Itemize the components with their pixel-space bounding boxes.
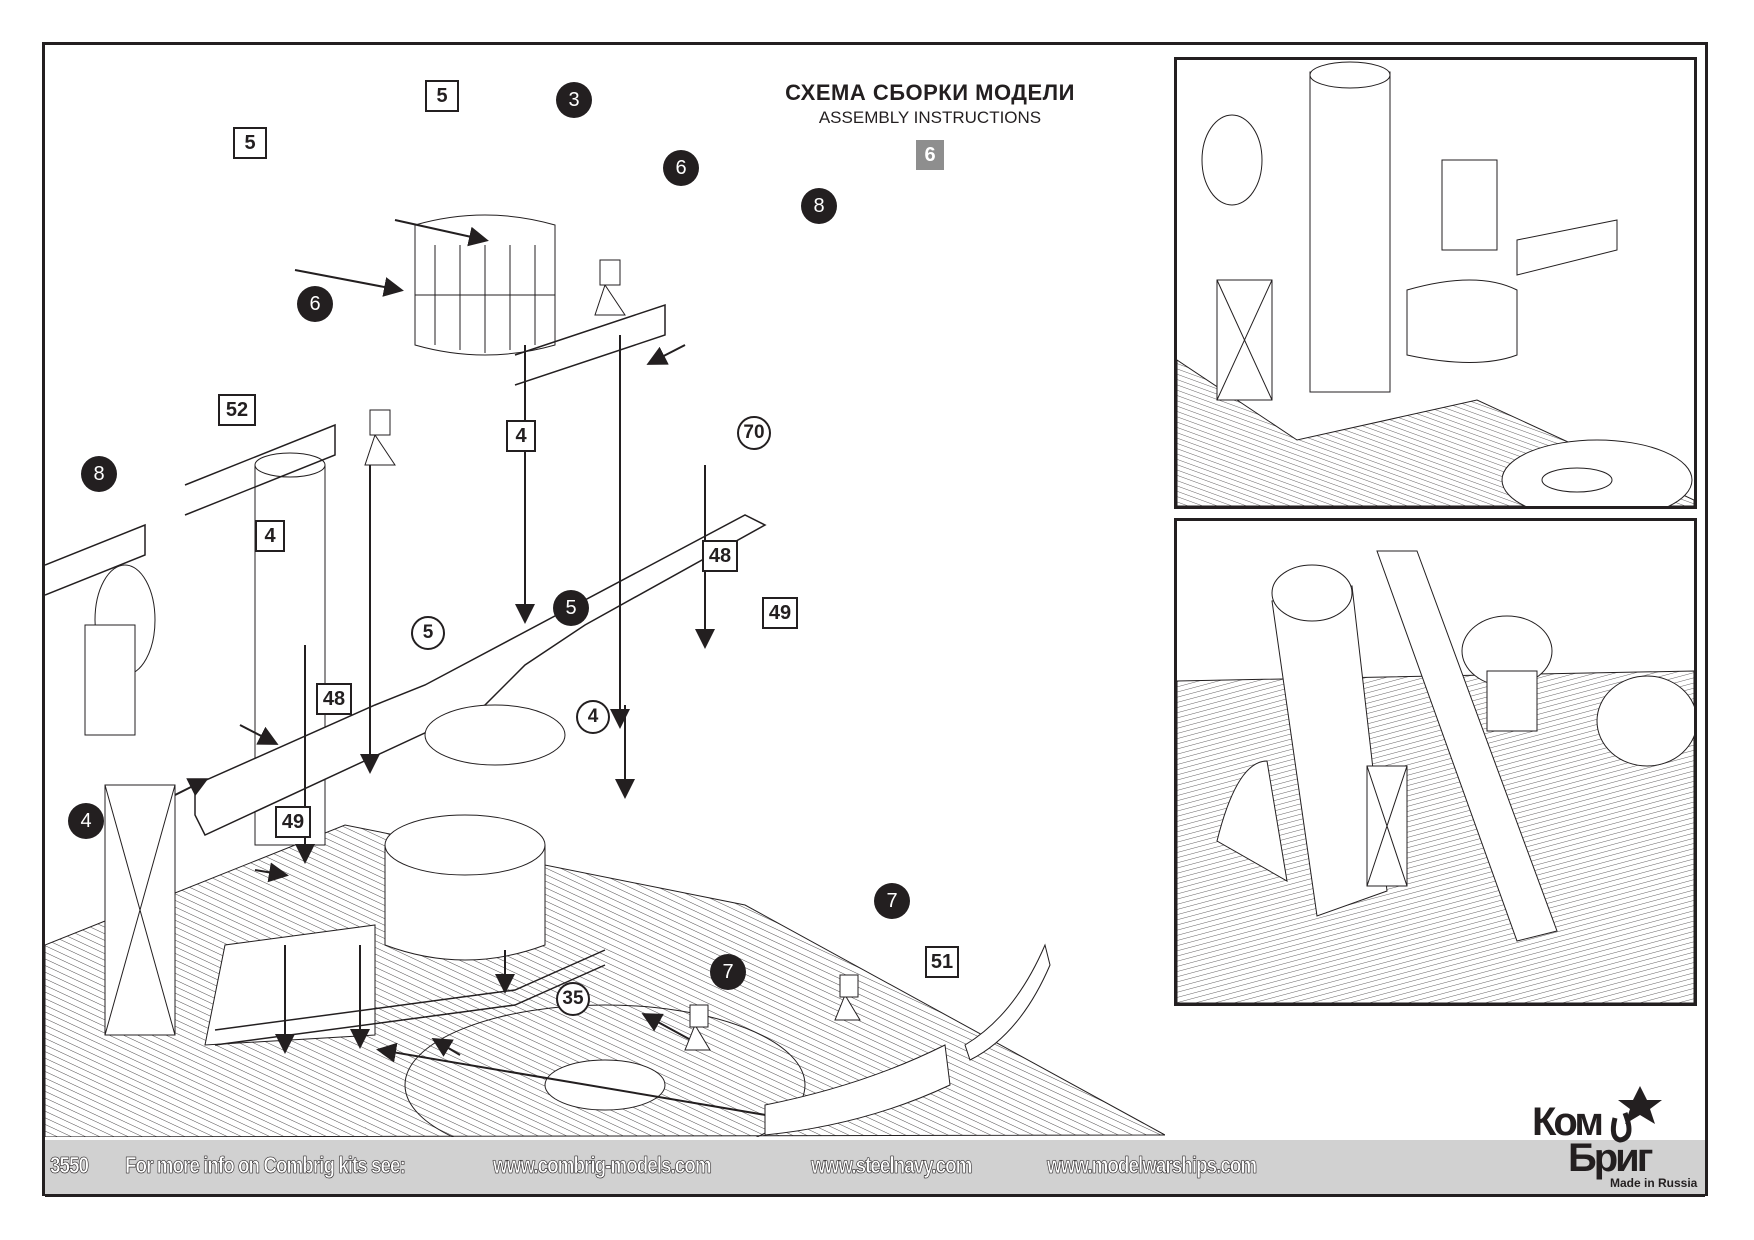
logo-star-icon bbox=[1610, 1086, 1662, 1143]
splinter-shield bbox=[764, 1044, 951, 1136]
title-russian: СХЕМА СБОРКИ МОДЕЛИ bbox=[785, 80, 1075, 105]
part-callout-resin: 8 bbox=[81, 456, 117, 492]
part-callout-pe: 5 bbox=[233, 127, 267, 159]
part-callout-ring: 4 bbox=[576, 700, 610, 734]
assembly-arrow bbox=[294, 269, 404, 297]
link-steelnavy[interactable]: www.steelnavy.com bbox=[811, 1152, 973, 1179]
assembly-arrow bbox=[174, 778, 209, 797]
railings bbox=[45, 303, 666, 1046]
part-callout-resin: 4 bbox=[68, 803, 104, 839]
platform-cylinder bbox=[384, 845, 546, 961]
part-callout-pe: 4 bbox=[255, 520, 285, 552]
logo-text-line1: Ком bbox=[1532, 1100, 1604, 1144]
part-callout-pe: 48 bbox=[702, 540, 738, 572]
assembly-arrow bbox=[394, 219, 489, 247]
exploded-assembly-drawing bbox=[45, 214, 1165, 1137]
footer-bar: 3550 For more info on Combrig kits see: … bbox=[45, 1140, 1705, 1197]
part-callout-resin: 7 bbox=[710, 954, 746, 990]
part-callout-pe: 48 bbox=[316, 683, 352, 715]
part-callout-ring: 35 bbox=[556, 982, 590, 1016]
part-callout-ring: 70 bbox=[737, 416, 771, 450]
part-callout-resin: 5 bbox=[553, 590, 589, 626]
part-callout-pe: 51 bbox=[925, 946, 959, 978]
part-callout-pe: 52 bbox=[218, 394, 256, 426]
assembly-arrow bbox=[431, 1037, 461, 1057]
part-callout-pe: 49 bbox=[762, 597, 798, 629]
combrig-logo: Ком Бриг Made in Russia bbox=[1520, 1078, 1706, 1196]
assembly-arrow bbox=[376, 1042, 826, 1126]
part-callout-pe: 49 bbox=[275, 806, 311, 838]
assembled-view-top-drawing bbox=[1177, 61, 1694, 506]
part-callout-pe: 4 bbox=[506, 420, 536, 452]
assembly-arrow bbox=[239, 724, 279, 745]
link-combrig-models[interactable]: www.combrig-models.com bbox=[493, 1152, 712, 1179]
title-block: СХЕМА СБОРКИ МОДЕЛИ ASSEMBLY INSTRUCTION… bbox=[740, 80, 1120, 170]
assembly-arrow bbox=[254, 862, 289, 883]
assembled-view-bottom-panel bbox=[1174, 518, 1697, 1006]
part-callout-resin: 6 bbox=[297, 286, 333, 322]
deck-area bbox=[45, 824, 1165, 1137]
part-callout-pe: 5 bbox=[425, 80, 459, 112]
turret-ring bbox=[404, 1004, 806, 1137]
step-number-badge: 6 bbox=[916, 140, 944, 170]
assembled-view-top-panel bbox=[1174, 57, 1697, 509]
bridge-platform bbox=[194, 514, 767, 836]
assembled-view-bottom-drawing bbox=[1177, 550, 1694, 1003]
part-callout-ring: 5 bbox=[411, 616, 445, 650]
assembly-arrow bbox=[646, 344, 686, 365]
part-callout-resin: 8 bbox=[801, 188, 837, 224]
link-modelwarships[interactable]: www.modelwarships.com bbox=[1047, 1152, 1258, 1179]
logo-tagline: Made in Russia bbox=[1610, 1176, 1698, 1190]
gun-mount bbox=[364, 259, 861, 1051]
footer-info-text: For more info on Combrig kits see: bbox=[125, 1152, 406, 1179]
part-callout-resin: 7 bbox=[874, 883, 910, 919]
part-callout-resin: 6 bbox=[663, 150, 699, 186]
part-callout-resin: 3 bbox=[556, 82, 592, 118]
kit-number: 3550 bbox=[50, 1152, 90, 1179]
logo-text-line2: Бриг bbox=[1568, 1136, 1653, 1180]
title-english: ASSEMBLY INSTRUCTIONS bbox=[818, 108, 1042, 127]
